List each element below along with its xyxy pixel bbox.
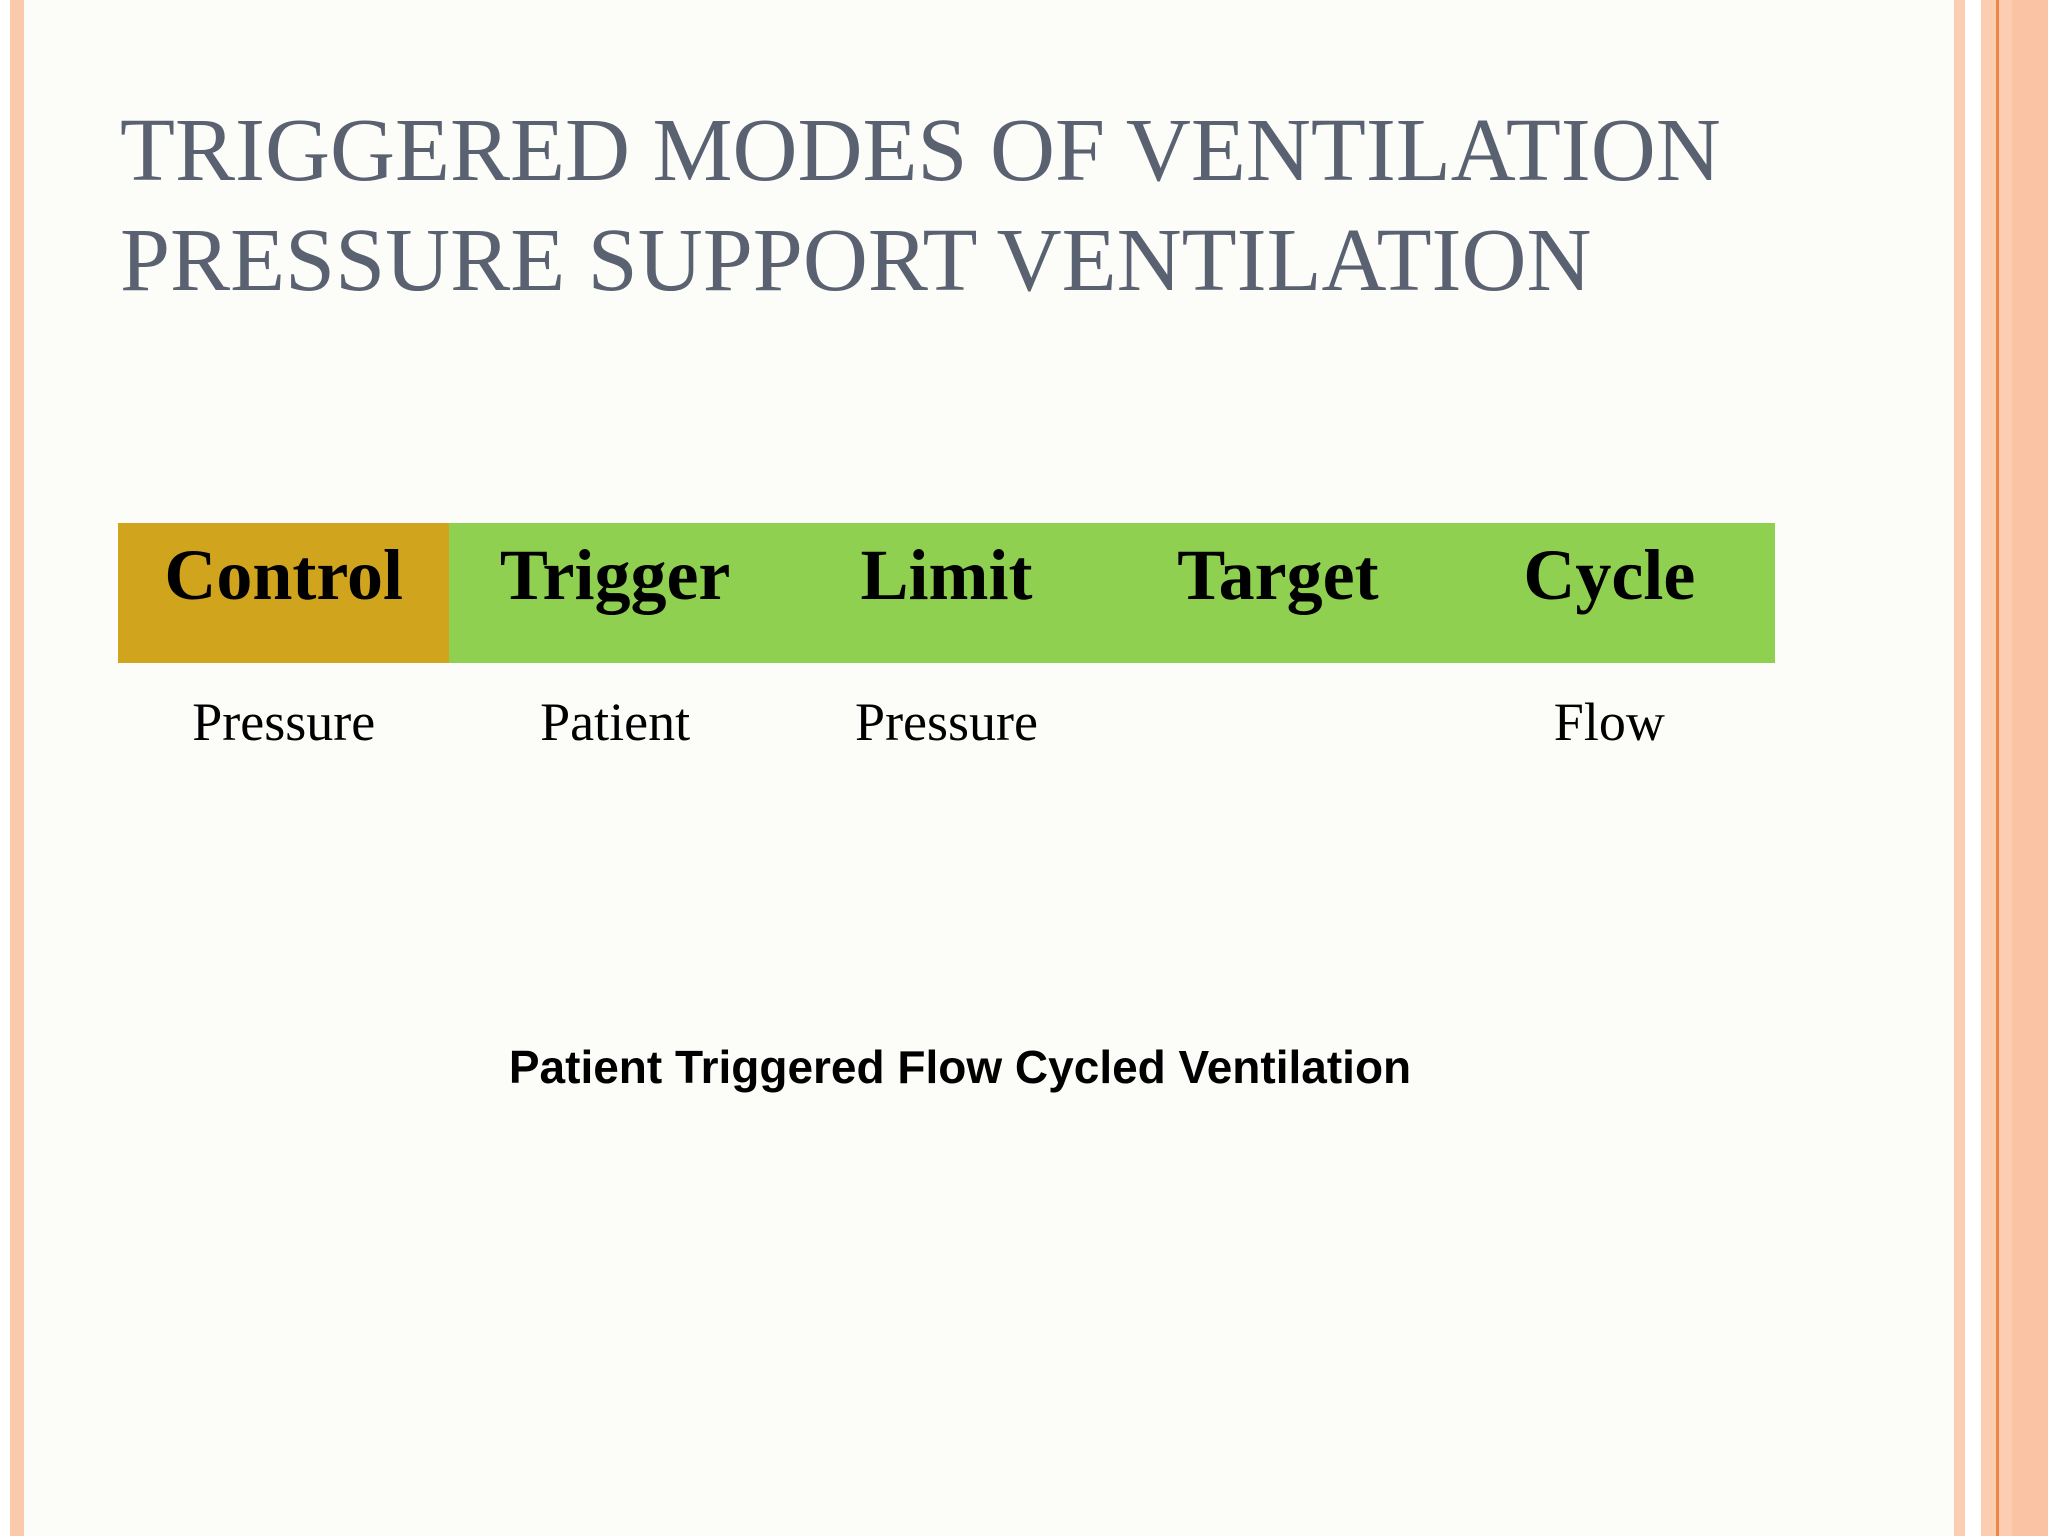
slide-caption: Patient Triggered Flow Cycled Ventilatio… [508, 1041, 1412, 1093]
data-cell-limit: Pressure [855, 692, 1038, 752]
header-cell-cycle: Cycle [1443, 523, 1776, 663]
table-data-row: Pressure Patient Pressure Flow [118, 663, 1775, 773]
slide-title-line2: PRESSURE SUPPORT VENTILATION [120, 210, 1592, 310]
slide-title: TRIGGERED MODES OF VENTILATION PRESSURE … [120, 96, 1840, 316]
right-border-thin-stripe [1954, 0, 1965, 1536]
header-cell-target: Target [1112, 523, 1444, 663]
table-header-row: Control Trigger Limit Target Cycle [118, 523, 1776, 663]
header-cell-limit: Limit [780, 523, 1113, 663]
header-cell-control: Control [118, 523, 450, 663]
data-cell-control: Pressure [192, 692, 376, 752]
slide-title-line1: TRIGGERED MODES OF VENTILATION [120, 101, 1721, 200]
ventilation-mode-table: Control Trigger Limit Target Cycle Press… [118, 523, 1776, 773]
right-border-deep-shade [2012, 0, 2048, 1536]
right-border-band [1981, 0, 2048, 1536]
header-cell-trigger: Trigger [449, 523, 781, 663]
data-cell-target [1112, 663, 1443, 773]
left-border-stripe [10, 0, 24, 1536]
data-cell-trigger: Patient [540, 692, 691, 752]
right-border-orange-line [1996, 0, 1999, 1536]
slide-background [24, 0, 1954, 1536]
data-cell-cycle: Flow [1553, 692, 1665, 752]
